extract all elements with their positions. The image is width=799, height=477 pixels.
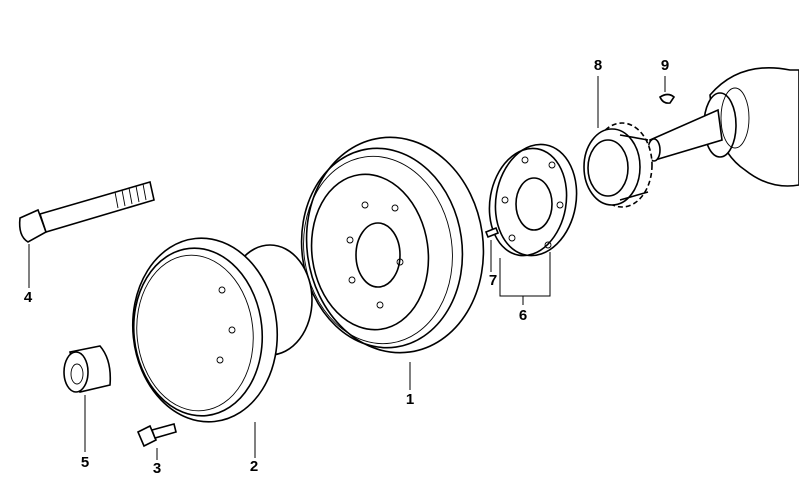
vibration-damper-pulley — [300, 136, 485, 354]
callout-2: 2 — [249, 458, 259, 475]
small-bolt — [136, 423, 177, 448]
callout-4: 4 — [23, 289, 33, 306]
belt-pulley — [131, 237, 313, 423]
woodruff-key — [658, 93, 676, 104]
spacer-nut — [63, 345, 112, 393]
callout-8: 8 — [593, 57, 603, 74]
callout-5: 5 — [80, 454, 90, 471]
crankshaft — [647, 67, 799, 187]
callout-1: 1 — [405, 391, 415, 408]
leader-lines — [28, 76, 666, 460]
sprocket — [583, 122, 653, 208]
callout-9: 9 — [660, 57, 670, 74]
callout-7: 7 — [488, 272, 498, 289]
dowel-pin — [484, 226, 500, 239]
callout-3: 3 — [152, 460, 162, 477]
callout-6: 6 — [518, 307, 528, 324]
hub — [488, 143, 578, 257]
bolt — [18, 180, 155, 243]
